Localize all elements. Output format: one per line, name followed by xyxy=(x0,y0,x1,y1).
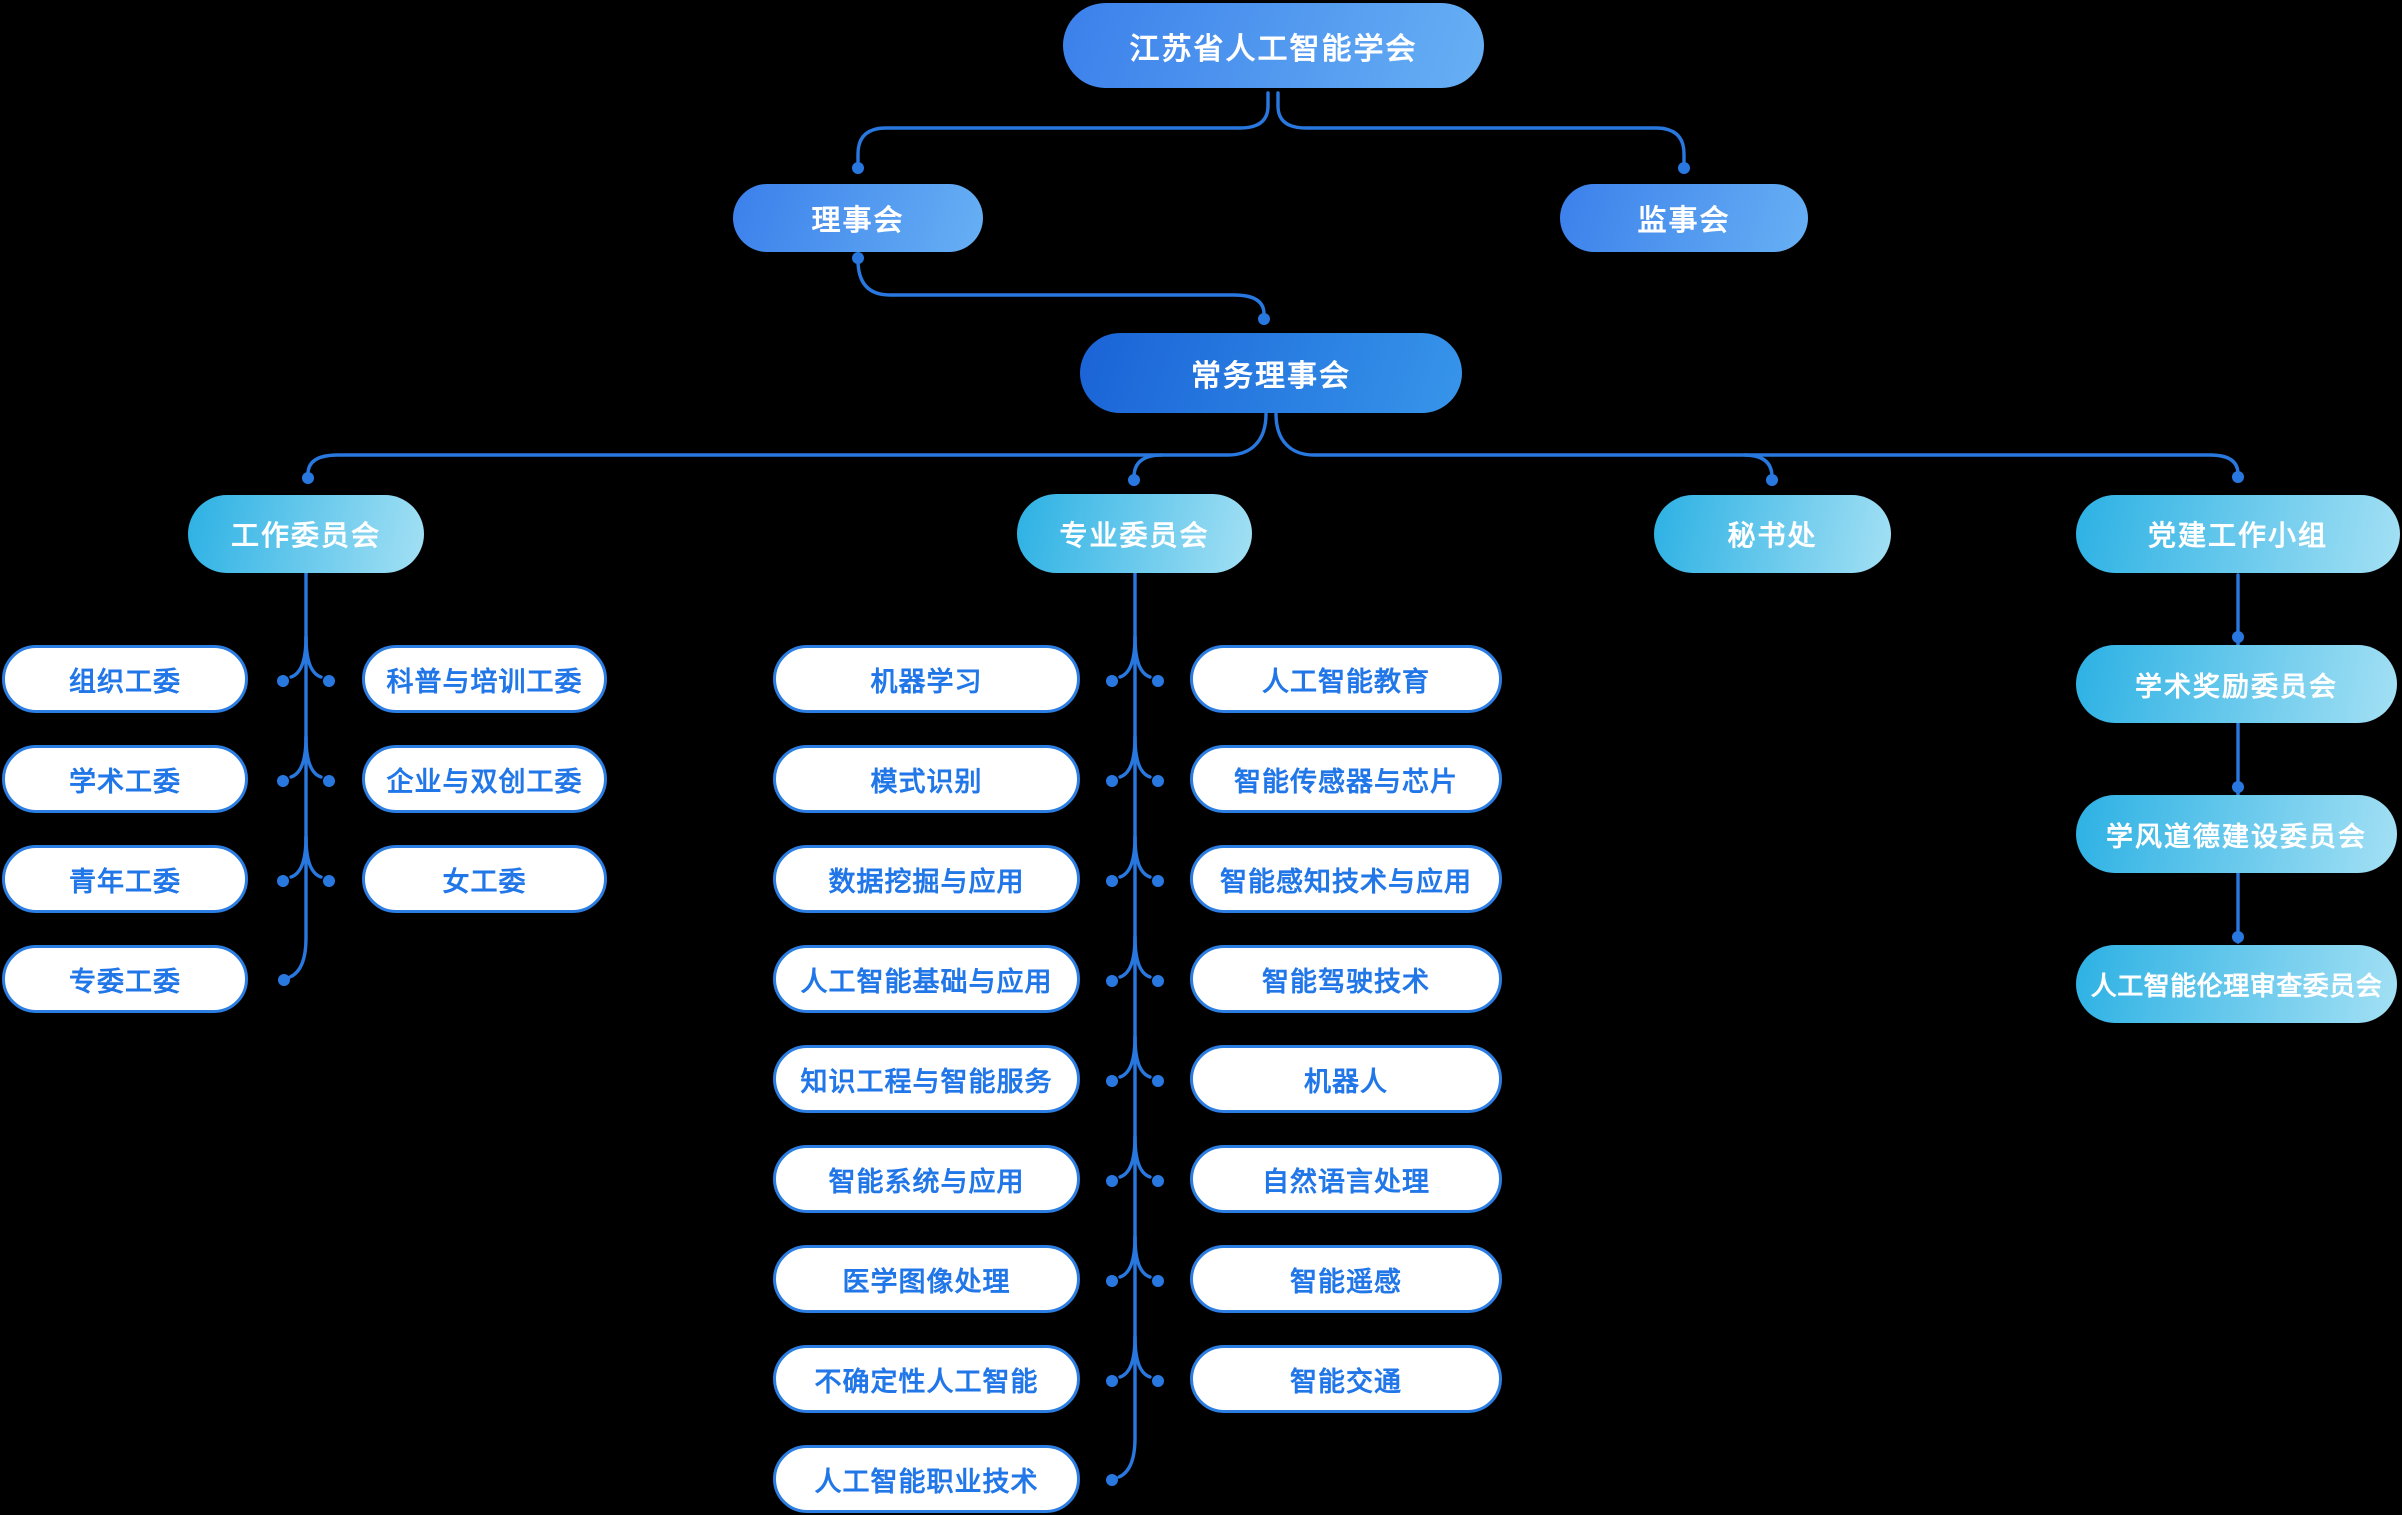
leaf-special-right-1: 人工智能教育 xyxy=(1190,645,1502,713)
leaf-work-left-2: 学术工委 xyxy=(2,745,248,813)
leaf-special-left-8: 不确定性人工智能 xyxy=(773,1345,1080,1413)
leaf-special-right-2: 智能传感器与芯片 xyxy=(1190,745,1502,813)
leaf-special-left-3: 数据挖掘与应用 xyxy=(773,845,1080,913)
leaf-special-left-2: 模式识别 xyxy=(773,745,1080,813)
leaf-special-left-7: 医学图像处理 xyxy=(773,1245,1080,1313)
leaf-special-right-4: 智能驾驶技术 xyxy=(1190,945,1502,1013)
leaf-work-right-1: 科普与培训工委 xyxy=(362,645,607,713)
node-secretariat: 秘书处 xyxy=(1654,495,1891,573)
node-standing-council: 常务理事会 xyxy=(1080,333,1462,413)
leaf-work-right-3: 女工委 xyxy=(362,845,607,913)
node-academic-ethics-committee: 学风道德建设委员会 xyxy=(2076,795,2397,873)
leaf-special-right-7: 智能遥感 xyxy=(1190,1245,1502,1313)
leaf-special-left-6: 智能系统与应用 xyxy=(773,1145,1080,1213)
leaf-special-left-9: 人工智能职业技术 xyxy=(773,1445,1080,1513)
node-academic-awards-committee: 学术奖励委员会 xyxy=(2076,645,2397,723)
leaf-special-right-8: 智能交通 xyxy=(1190,1345,1502,1413)
leaf-special-left-1: 机器学习 xyxy=(773,645,1080,713)
leaf-work-left-1: 组织工委 xyxy=(2,645,248,713)
node-jsai-society: 江苏省人工智能学会 xyxy=(1063,3,1484,88)
connector-dots xyxy=(277,162,2244,1486)
leaf-special-left-4: 人工智能基础与应用 xyxy=(773,945,1080,1013)
leaf-special-right-6: 自然语言处理 xyxy=(1190,1145,1502,1213)
leaf-work-left-3: 青年工委 xyxy=(2,845,248,913)
leaf-special-right-3: 智能感知技术与应用 xyxy=(1190,845,1502,913)
node-work-committees: 工作委员会 xyxy=(188,495,424,573)
leaf-work-right-2: 企业与双创工委 xyxy=(362,745,607,813)
connector-paths xyxy=(288,91,2240,1479)
leaf-work-left-4: 专委工委 xyxy=(2,945,248,1013)
leaf-special-left-5: 知识工程与智能服务 xyxy=(773,1045,1080,1113)
node-special-committees: 专业委员会 xyxy=(1017,494,1252,573)
node-ai-ethics-review-committee: 人工智能伦理审查委员会 xyxy=(2076,945,2397,1023)
node-council: 理事会 xyxy=(733,184,983,252)
leaf-special-right-5: 机器人 xyxy=(1190,1045,1502,1113)
node-supervisory-board: 监事会 xyxy=(1560,184,1808,252)
node-party-building-group: 党建工作小组 xyxy=(2076,495,2400,573)
